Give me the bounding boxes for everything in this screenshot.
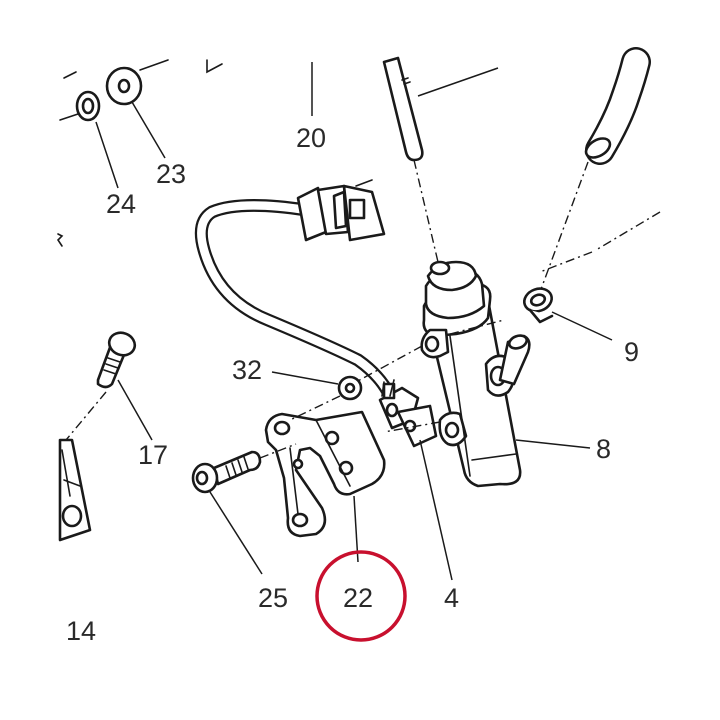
bracket-22 [264, 410, 386, 538]
callout-8: 8 [596, 434, 611, 464]
callout-4: 4 [444, 583, 459, 613]
bolt-17 [96, 331, 137, 389]
edge-mark-left [56, 233, 64, 247]
axis-32 [355, 345, 423, 383]
callout-24: 24 [106, 189, 136, 219]
leader-17 [117, 379, 153, 441]
leader-25 [209, 491, 263, 575]
leader-24 [95, 121, 119, 189]
callout-23: 23 [156, 159, 186, 189]
callout-20: 20 [296, 123, 326, 153]
axis-25 [259, 443, 297, 459]
callout-17: 17 [138, 440, 168, 470]
hose-clamp-9 [523, 287, 554, 324]
cable-connector [296, 179, 386, 242]
frame-fragment-top [206, 59, 223, 74]
pushrod-part [382, 56, 424, 162]
reservoir-hose [584, 47, 651, 165]
axis-right-b [539, 251, 593, 273]
leader-4 [419, 439, 453, 581]
axis-top-mount [449, 319, 505, 335]
axis-hose [539, 161, 589, 293]
master-cylinder-8 [420, 260, 531, 488]
leader-32 [271, 371, 339, 385]
axis-17 [65, 391, 107, 441]
leader-9 [551, 311, 613, 341]
switch-cable-4 [194, 199, 395, 399]
leader-8 [515, 439, 591, 449]
axis-bracket [289, 395, 341, 421]
bolt-25 [191, 450, 262, 494]
leader-1 [417, 67, 499, 97]
callout-14: 14 [66, 616, 96, 646]
callout-9: 9 [624, 337, 639, 367]
leader-23 [131, 101, 166, 159]
axis-right-a [595, 211, 661, 251]
axis-pushrod [413, 159, 439, 263]
washer-23 [105, 59, 169, 106]
washer-32 [337, 375, 363, 401]
brake-light-switch-4 [378, 379, 438, 448]
callout-22: 22 [343, 583, 373, 613]
highlight-circle [315, 550, 407, 642]
callout-25: 25 [258, 583, 288, 613]
frame-plate-14 [58, 438, 92, 542]
callout-32: 32 [232, 355, 262, 385]
washer-24 [59, 71, 101, 122]
